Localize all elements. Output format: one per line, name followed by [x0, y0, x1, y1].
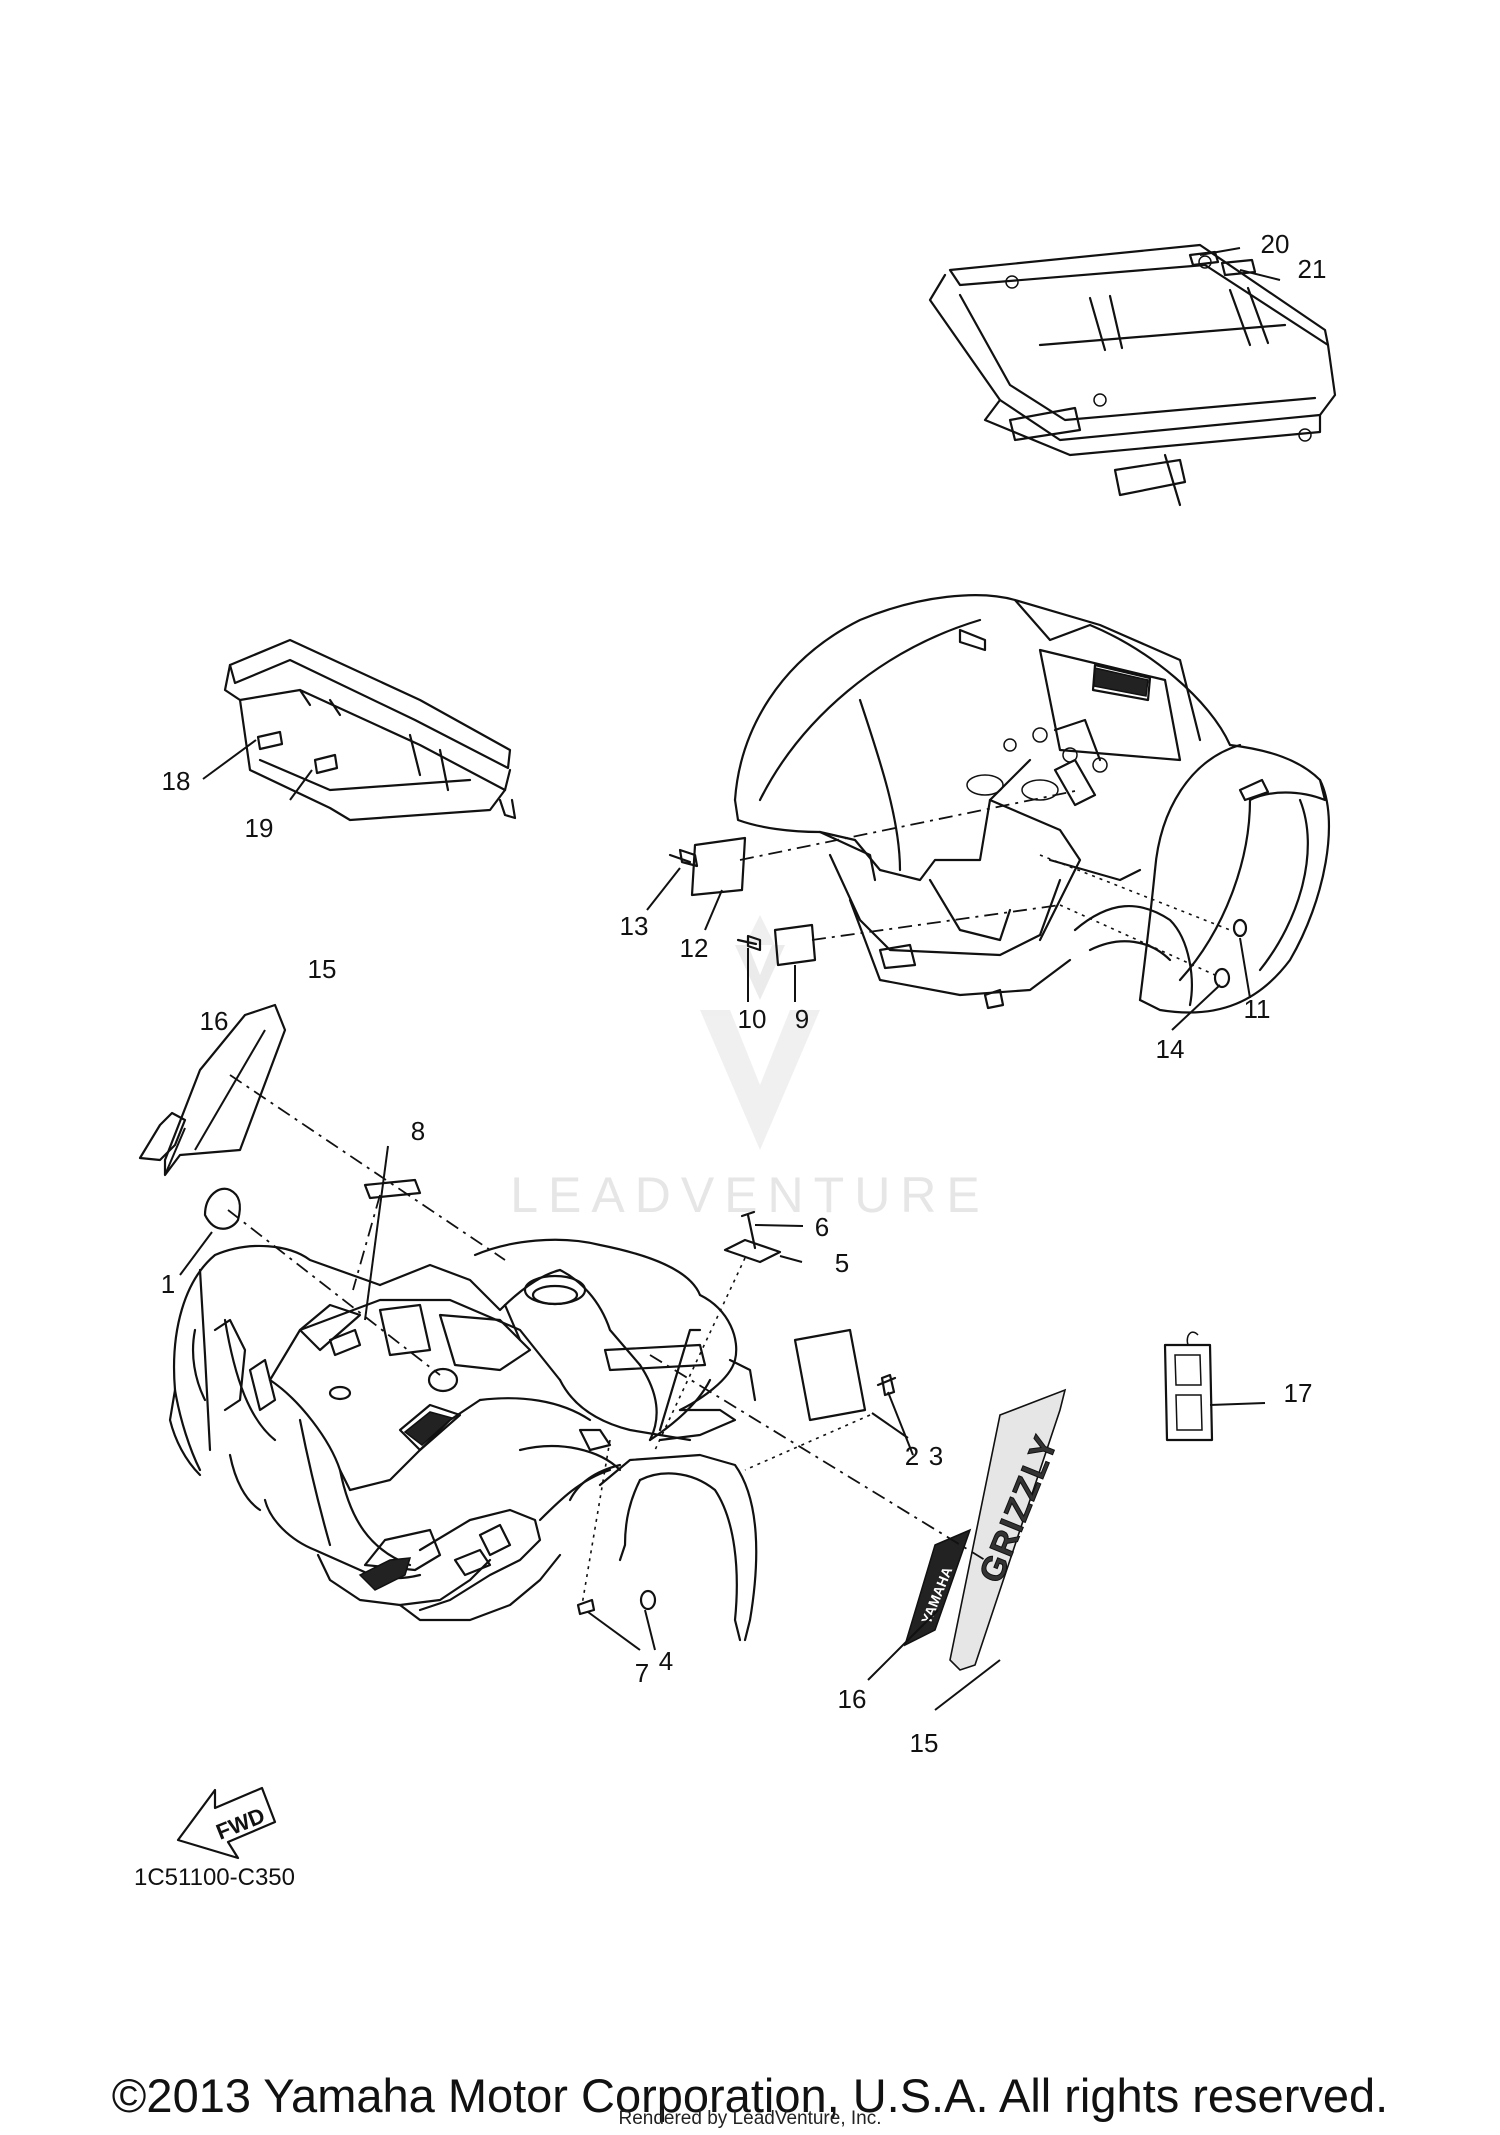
rivet-part-13 — [668, 848, 699, 868]
callout-10: 10 — [738, 1004, 767, 1034]
rear-fender — [733, 594, 1331, 1014]
callout-19: 19 — [245, 813, 274, 843]
callout-16-right: 16 — [838, 1684, 867, 1714]
copyright-notice: ©2013 Yamaha Motor Corporation, U.S.A. A… — [111, 2069, 1389, 2122]
front-guide-line-16 — [649, 1354, 986, 1561]
callout-11: 11 — [1244, 994, 1271, 1024]
front-fender — [168, 1238, 758, 1642]
rivet-part-10 — [736, 934, 762, 952]
clip-part-7 — [576, 1598, 596, 1616]
callout-13: 13 — [620, 911, 649, 941]
front-guide-line-15 — [229, 1074, 506, 1261]
side-decal-part-16-left — [138, 1111, 187, 1162]
watermark-text: LEADVENTURE — [510, 1167, 990, 1223]
reflector-part-14 — [1213, 967, 1231, 989]
rear-guide-line-11 — [1039, 854, 1231, 931]
rear-carrier-rack — [928, 243, 1337, 507]
emblem-part-1 — [203, 1187, 241, 1230]
front-guide-line-1 — [227, 1209, 441, 1376]
callout-16-left: 16 — [200, 1006, 229, 1036]
diagram-code: 1C51100-C350 — [134, 1864, 295, 1891]
callouts: 1 2 3 4 5 6 7 8 9 10 11 12 13 14 15 15 1… — [161, 229, 1327, 1758]
callout-17: 17 — [1284, 1378, 1313, 1408]
label-part-18 — [256, 730, 284, 751]
rivet-part-6 — [740, 1210, 757, 1250]
plate-part-9 — [773, 923, 817, 967]
fwd-label: FWD — [213, 1803, 269, 1845]
front-guide-line-5 — [654, 1257, 746, 1451]
plate-part-5 — [723, 1238, 782, 1264]
callout-7: 7 — [635, 1658, 649, 1688]
rivet-part-3 — [876, 1373, 897, 1397]
rear-guide-line-9 — [811, 904, 1061, 941]
callout-5: 5 — [835, 1248, 849, 1278]
dash-label-part-8 — [363, 1178, 422, 1200]
label-part-21 — [1220, 258, 1257, 277]
reflector-part-11 — [1232, 918, 1248, 938]
callout-1: 1 — [161, 1269, 175, 1299]
callout-3: 3 — [929, 1441, 943, 1471]
callout-15-left: 15 — [308, 954, 337, 984]
callout-2: 2 — [905, 1441, 919, 1471]
front-carrier-rack — [223, 638, 517, 822]
front-guide-line-8 — [352, 1194, 381, 1291]
callout-14: 14 — [1156, 1034, 1185, 1064]
reflector-part-4 — [639, 1589, 657, 1611]
plate-part-2 — [793, 1328, 867, 1422]
plate-part-12 — [690, 836, 747, 897]
rear-guide-line-14 — [1059, 904, 1216, 976]
leader-lines — [164, 247, 1281, 1711]
leadventure-watermark: LEADVENTURE — [510, 915, 990, 1223]
callout-4: 4 — [659, 1646, 673, 1676]
label-part-17 — [1163, 1331, 1214, 1442]
callout-20: 20 — [1261, 229, 1290, 259]
side-decal-part-15-left — [163, 1003, 287, 1177]
callout-12: 12 — [680, 933, 709, 963]
callout-6: 6 — [815, 1212, 829, 1242]
front-guide-line-2 — [744, 1414, 871, 1471]
front-guide-line-7 — [581, 1439, 611, 1606]
grizzly-decal-part-15-right: GRIZZLY — [949, 1388, 1066, 1671]
rendered-by-credit: Rendered by LeadVenture, Inc. — [618, 2108, 882, 2129]
callout-8: 8 — [411, 1116, 425, 1146]
callout-21: 21 — [1298, 254, 1327, 284]
callout-9: 9 — [795, 1004, 809, 1034]
callout-18: 18 — [162, 766, 191, 796]
callout-15-right: 15 — [910, 1728, 939, 1758]
rear-guide-line-12 — [739, 789, 1081, 861]
forward-direction-arrow: FWD — [176, 1786, 277, 1860]
label-part-19 — [313, 753, 339, 775]
